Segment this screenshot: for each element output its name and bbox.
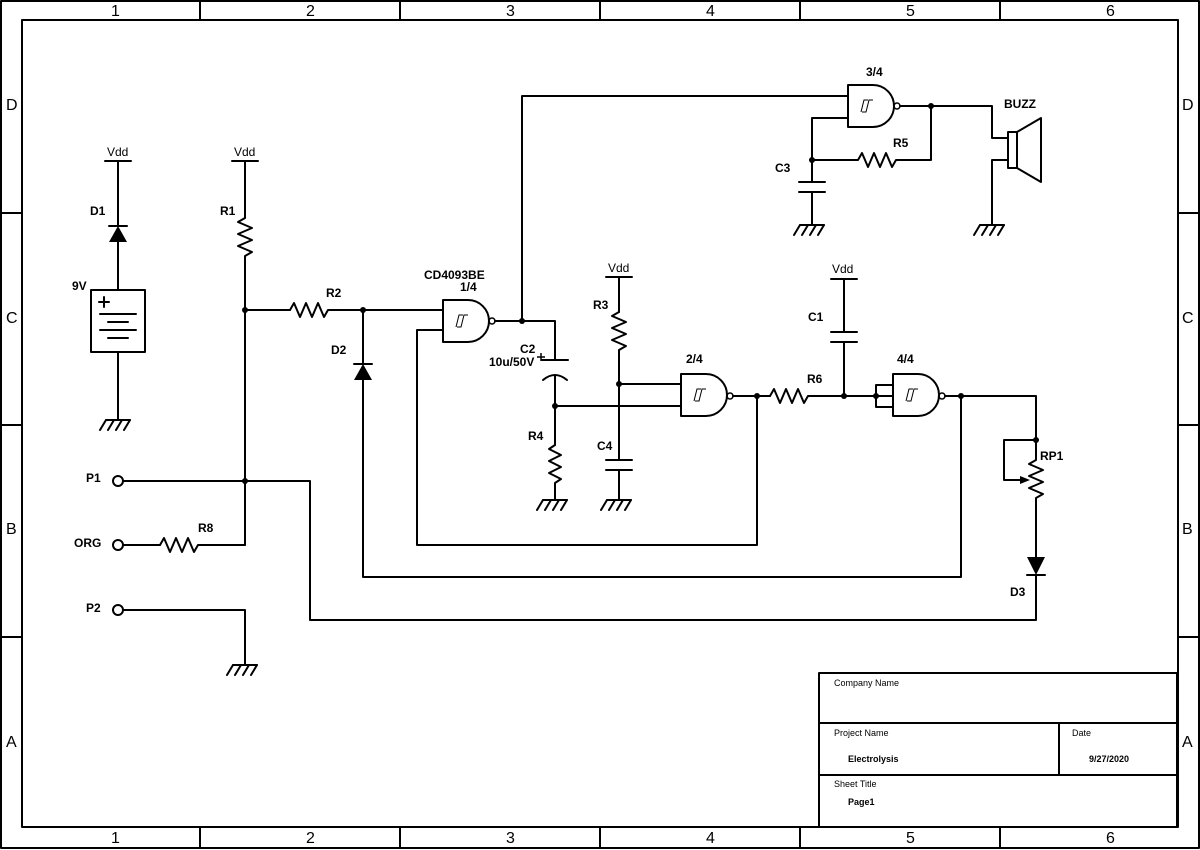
ground-symbol	[99, 419, 131, 431]
p1-label: P1	[86, 471, 101, 485]
row-label: D	[6, 97, 18, 114]
diode-d1	[108, 225, 128, 291]
column-label: 4	[706, 3, 715, 20]
resistor-r5	[811, 105, 932, 168]
potentiometer-rp1	[1003, 437, 1044, 558]
column-label: 2	[306, 830, 315, 847]
gate-2-label: 2/4	[686, 352, 703, 366]
c3-label: C3	[775, 161, 791, 175]
column-label: 5	[906, 3, 915, 20]
r3-label: R3	[593, 298, 609, 312]
r6-label: R6	[807, 372, 823, 386]
sheet-title-label: Sheet Title	[834, 779, 877, 789]
row-label: A	[6, 734, 17, 751]
diode-d2	[353, 309, 962, 578]
vdd-label: Vdd	[832, 262, 853, 276]
capacitor-c3	[798, 181, 826, 226]
oscillator-network: R6 Vdd C1	[769, 262, 894, 408]
company-name-label: Company Name	[834, 678, 899, 688]
nand-gate-1: CD4093BE 1/4	[416, 95, 849, 546]
title-block: Company Name Project Name Electrolysis D…	[818, 672, 1178, 828]
row-label: B	[6, 521, 17, 538]
c1-label: C1	[808, 310, 824, 324]
row-label: D	[1182, 97, 1194, 114]
input-network: Vdd R1 R2 D2 P1 ORG R8	[74, 145, 1037, 676]
r1-label: R1	[220, 204, 236, 218]
r2-label: R2	[326, 286, 342, 300]
row-label: A	[1182, 734, 1193, 751]
buzz-label: BUZZ	[1004, 97, 1036, 111]
column-label: 3	[506, 830, 515, 847]
d3-label: D3	[1010, 585, 1026, 599]
column-labels-bottom: 1 2 3 4 5 6	[111, 830, 1115, 847]
project-name-value: Electrolysis	[848, 754, 899, 764]
r8-label: R8	[198, 521, 214, 535]
column-label: 2	[306, 3, 315, 20]
ground-symbol	[793, 224, 825, 236]
terminal-p1	[112, 475, 124, 487]
rp1-label: RP1	[1040, 449, 1064, 463]
nand-gate-3: 3/4	[809, 65, 1009, 183]
date-value: 9/27/2020	[1089, 754, 1129, 764]
nand-gate-2: 2/4	[680, 352, 771, 417]
resistor-r8	[159, 537, 246, 553]
capacitor-c2	[537, 353, 569, 446]
column-label: 6	[1106, 3, 1115, 20]
d1-label: D1	[90, 204, 106, 218]
resistor-r1	[237, 212, 253, 311]
vdd-label: Vdd	[234, 145, 255, 159]
p2-label: P2	[86, 601, 101, 615]
vdd-label: Vdd	[107, 145, 128, 159]
org-label: ORG	[74, 536, 101, 550]
row-labels-right: D C B A	[1182, 97, 1194, 751]
project-name-label: Project Name	[834, 728, 889, 738]
vdd-label: Vdd	[608, 261, 629, 275]
row-labels-left: D C B A	[6, 97, 18, 751]
d2-label: D2	[331, 343, 347, 357]
gate-4-label: 4/4	[897, 352, 914, 366]
gate-1-label: 1/4	[460, 280, 477, 294]
capacitor-c4	[605, 459, 633, 501]
capacitor-c1	[830, 331, 858, 397]
row-label: B	[1182, 521, 1193, 538]
nand-gate-4: 4/4	[892, 352, 1037, 441]
row-label: C	[6, 310, 18, 327]
resistor-r2	[289, 302, 444, 318]
battery-label: 9V	[72, 279, 87, 293]
power-supply-section: Vdd D1 9V	[72, 145, 146, 431]
resistor-r4	[548, 444, 562, 501]
c2-value-label: 10u/50V	[489, 355, 534, 369]
column-label: 4	[706, 830, 715, 847]
terminal-org	[112, 539, 124, 551]
sheet-title-value: Page1	[848, 797, 875, 807]
column-label: 5	[906, 830, 915, 847]
buzzer	[991, 117, 1042, 226]
gate-3-label: 3/4	[866, 65, 883, 79]
c2-label: C2	[520, 342, 536, 356]
r5-label: R5	[893, 136, 909, 150]
date-label: Date	[1072, 728, 1091, 738]
c4-label: C4	[597, 439, 613, 453]
column-labels-top: 1 2 3 4 5 6	[111, 3, 1115, 20]
ground-symbol	[536, 499, 568, 511]
ic-name-label: CD4093BE	[424, 268, 485, 282]
diode-d3	[1026, 557, 1046, 576]
ground-symbol	[973, 224, 1005, 236]
column-label: 6	[1106, 830, 1115, 847]
resistor-r3	[611, 311, 627, 461]
r4-label: R4	[528, 429, 544, 443]
row-label: C	[1182, 310, 1194, 327]
column-label: 3	[506, 3, 515, 20]
terminal-p2	[112, 604, 124, 616]
resistor-r6	[769, 388, 894, 404]
ground-symbol	[226, 664, 258, 676]
timing-network: C2 10u/50V R4 Vdd R3 C4	[489, 261, 682, 511]
column-label: 1	[111, 3, 120, 20]
ground-symbol	[600, 499, 632, 511]
column-label: 1	[111, 830, 120, 847]
battery-9v	[90, 289, 146, 353]
